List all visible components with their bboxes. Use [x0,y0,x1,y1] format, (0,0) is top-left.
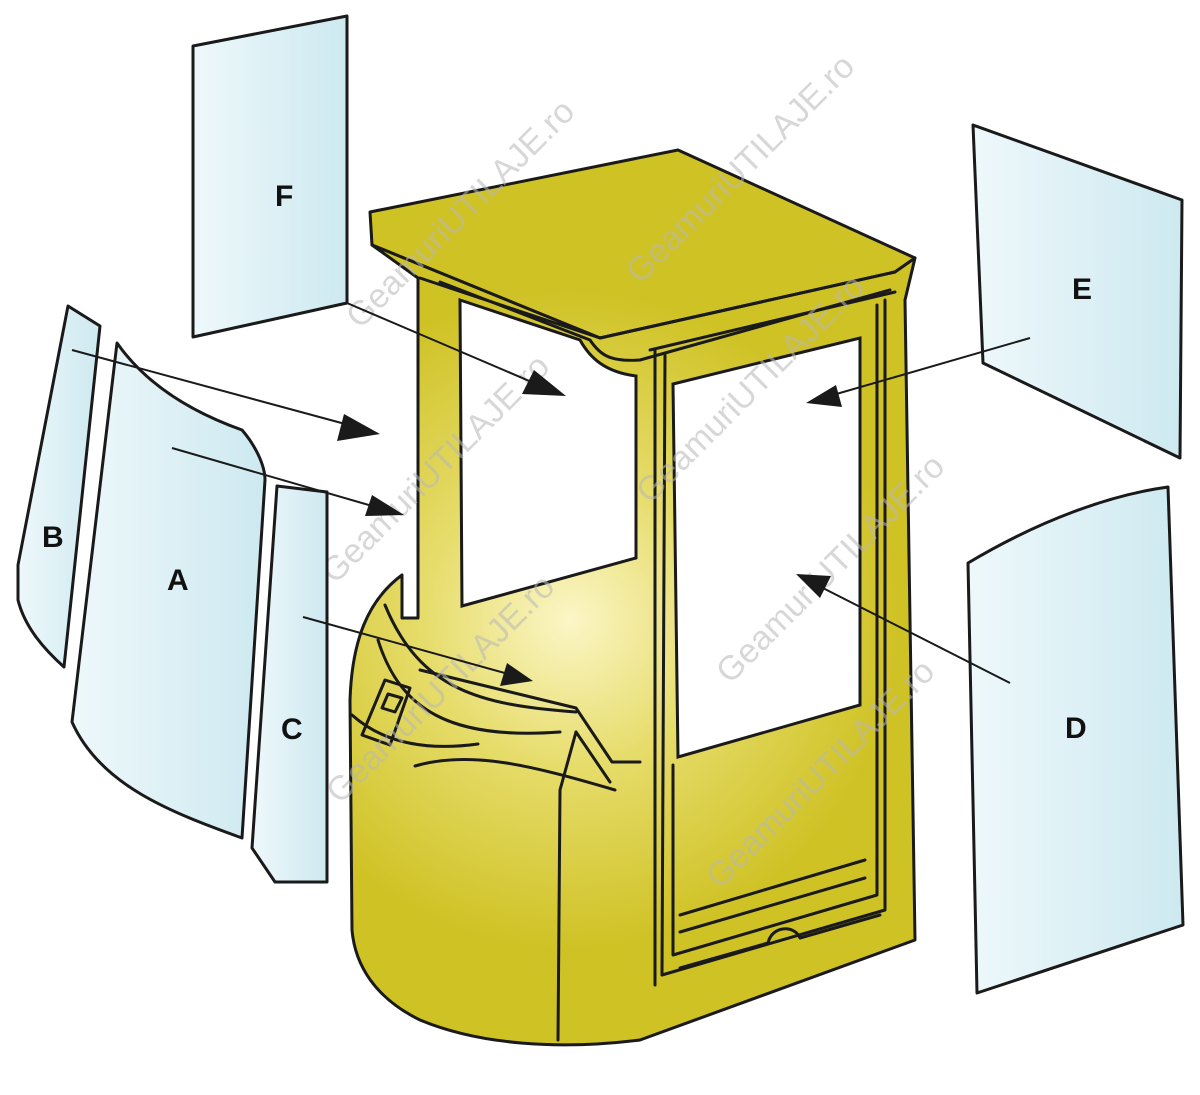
arrowhead-f [522,370,566,396]
glass-panel-b [16,304,102,669]
arrowhead-e [806,385,842,407]
glass-panels [16,14,1185,995]
label-d: D [1065,712,1087,745]
glass-panel-d [966,485,1185,995]
leader-line-f [346,302,549,390]
leader-line-e [825,337,1031,398]
arrowhead-b [337,414,380,441]
panel-labels: F E B A C D [42,180,1092,746]
leader-lines [71,302,1031,686]
cab [348,148,917,1047]
glass-panel-c [250,484,329,884]
arrowhead-d [796,574,831,598]
glass-panel-e [971,123,1184,460]
label-a: A [167,564,189,597]
rear-window-opening [458,297,638,608]
leader-line-d [814,583,1011,684]
arrowhead-a [365,495,404,516]
arrowhead-c [500,663,533,686]
leader-line-c [302,616,513,676]
glass-panel-a [70,341,267,840]
label-c: C [281,713,303,746]
glass-panel-f [191,14,349,339]
label-b: B [42,521,64,554]
leader-line-b [71,349,361,429]
leader-line-a [171,447,387,511]
label-f: F [275,180,293,213]
side-window-opening [671,336,862,759]
label-e: E [1072,273,1092,306]
